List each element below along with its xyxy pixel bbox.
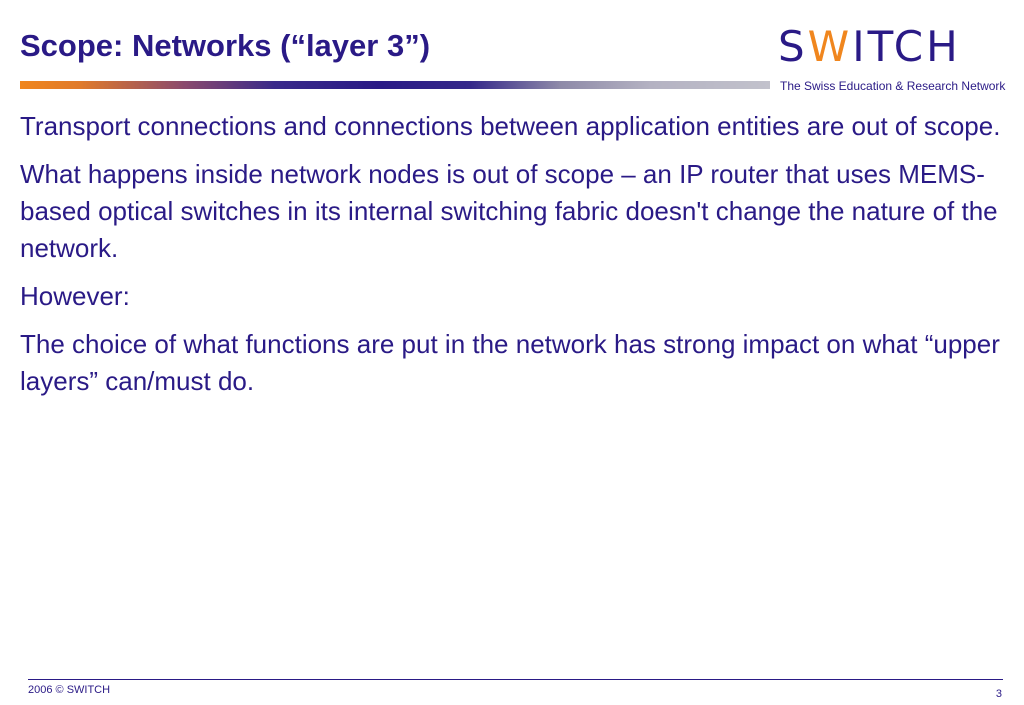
slide-body: Transport connections and connections be…: [20, 108, 1010, 411]
footer-copyright: 2006 © SWITCH: [28, 684, 111, 696]
body-paragraph-4: The choice of what functions are put in …: [20, 329, 1000, 396]
switch-logo: SWITCH The Swiss Education & Research Ne…: [778, 24, 1006, 94]
slide-title: Scope: Networks (“layer 3”): [20, 28, 431, 63]
logo-word-accent: W: [807, 22, 853, 71]
body-paragraph-2: What happens inside network nodes is out…: [20, 159, 998, 263]
logo-word-end: ITCH: [852, 22, 961, 71]
footer-divider: [28, 679, 1003, 680]
body-paragraph-3: However:: [20, 281, 130, 311]
header-gradient-bar: [20, 81, 770, 89]
page-number: 3: [995, 688, 1002, 700]
logo-tagline: The Swiss Education & Research Network: [780, 79, 1006, 93]
logo-wordmark: SWITCH: [778, 24, 961, 70]
body-paragraph-1: Transport connections and connections be…: [20, 111, 1001, 141]
logo-word-start: S: [778, 22, 808, 71]
